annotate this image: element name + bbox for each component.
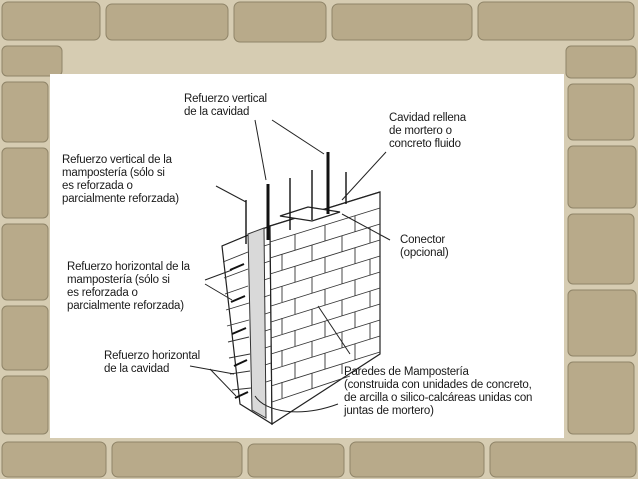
brick-courses <box>269 207 381 403</box>
label-masonry-walls: Paredes de Mampostería (construida con u… <box>344 366 533 417</box>
label-filled-cavity: Cavidad rellena de mortero o concreto fl… <box>389 112 466 150</box>
label-horizontal-masonry-reinforcement: Refuerzo horizontal de la mampostería (s… <box>67 261 190 312</box>
label-connector: Conector (opcional) <box>400 234 449 259</box>
horizontal-reinforcement-bars <box>229 263 249 399</box>
vertical-reinforcement-bars <box>245 152 347 244</box>
cavity-strip <box>247 227 267 419</box>
label-vertical-cavity-reinforcement: Refuerzo vertical de la cavidad <box>184 93 267 118</box>
label-vertical-masonry-reinforcement: Refuerzo vertical de la mampostería (sól… <box>62 154 179 205</box>
leader-lines <box>189 119 391 413</box>
diagram-panel: Refuerzo vertical de la cavidad Cavidad … <box>50 74 564 438</box>
masonry-wall-diagram <box>189 119 391 426</box>
label-horizontal-cavity-reinforcement: Refuerzo horizontal de la cavidad <box>104 350 200 375</box>
connector-plate <box>279 206 341 222</box>
wall-side-face <box>269 191 381 426</box>
